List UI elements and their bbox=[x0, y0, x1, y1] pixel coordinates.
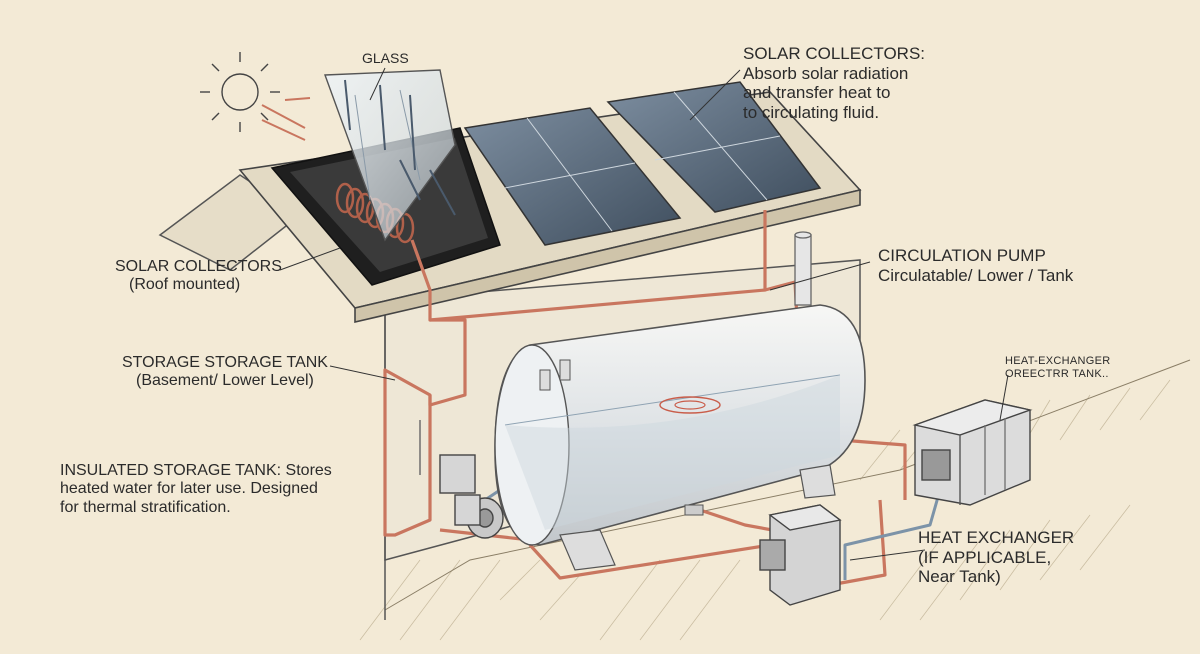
glass-pane bbox=[324, 69, 456, 242]
label-circulation-pump: CIRCULATION PUMP Circulatable/ Lower / T… bbox=[878, 246, 1073, 285]
storage-sub: (Basement/ Lower Level) bbox=[136, 372, 314, 390]
heat-exchanger-unit bbox=[759, 504, 842, 606]
sun-icon bbox=[200, 52, 280, 132]
heat-exchanger-box bbox=[912, 399, 1033, 506]
hx-small-2: OREECTRR TANK.. bbox=[1005, 367, 1109, 380]
insulated-title: INSULATED STORAGE TANK: bbox=[60, 462, 282, 479]
hx-sub-1: (IF APPLICABLE, bbox=[918, 547, 1052, 567]
leader-lines bbox=[279, 67, 1009, 561]
vent-pipe bbox=[794, 231, 812, 306]
solar-panel-middle bbox=[463, 107, 682, 246]
solar-panel-right bbox=[606, 81, 822, 213]
label-heat-exchanger: HEAT EXCHANGER (IF APPLICABLE, Near Tank… bbox=[918, 528, 1074, 587]
collectors-top-desc-1: Absorb solar radiation bbox=[743, 63, 909, 83]
label-collectors-left: SOLAR COLLECTORS (Roof mounted) bbox=[115, 258, 282, 295]
insulated-desc-3: for thermal stratification. bbox=[60, 498, 231, 516]
pump-title: CIRCULATION PUMP bbox=[878, 246, 1046, 265]
radiation-arrows bbox=[261, 79, 456, 216]
collectors-top-desc-2: and transfer heat to bbox=[743, 83, 891, 103]
insulated-desc-2: heated water for later use. Designed bbox=[60, 480, 318, 498]
collectors-top-title: SOLAR COLLECTORS: bbox=[743, 44, 926, 63]
label-insulated-tank: INSULATED STORAGE TANK: Stores heated wa… bbox=[60, 462, 332, 517]
pump-sub: Circulatable/ Lower / Tank bbox=[878, 265, 1074, 285]
hx-sub-2: Near Tank) bbox=[918, 567, 1001, 587]
collectors-left-title: SOLAR COLLECTORS bbox=[115, 258, 282, 275]
label-glass: GLASS bbox=[362, 50, 409, 66]
label-collectors-top: SOLAR COLLECTORS: Absorb solar radiation… bbox=[743, 44, 925, 122]
storage-title: STORAGE STORAGE TANK bbox=[122, 354, 328, 371]
label-hx-small: HEAT-EXCHANGER OREECTRR TANK.. bbox=[1005, 355, 1110, 380]
label-storage-tank: STORAGE STORAGE TANK (Basement/ Lower Le… bbox=[122, 354, 328, 391]
hx-title: HEAT EXCHANGER bbox=[918, 528, 1075, 547]
collectors-left-sub: (Roof mounted) bbox=[129, 276, 241, 294]
circulation-pump bbox=[419, 420, 504, 539]
hx-small-1: HEAT-EXCHANGER bbox=[1005, 355, 1111, 367]
storage-tank bbox=[494, 304, 866, 571]
collectors-top-desc-3: to circulating fluid. bbox=[743, 102, 880, 122]
insulated-desc-1: Stores bbox=[285, 462, 332, 479]
